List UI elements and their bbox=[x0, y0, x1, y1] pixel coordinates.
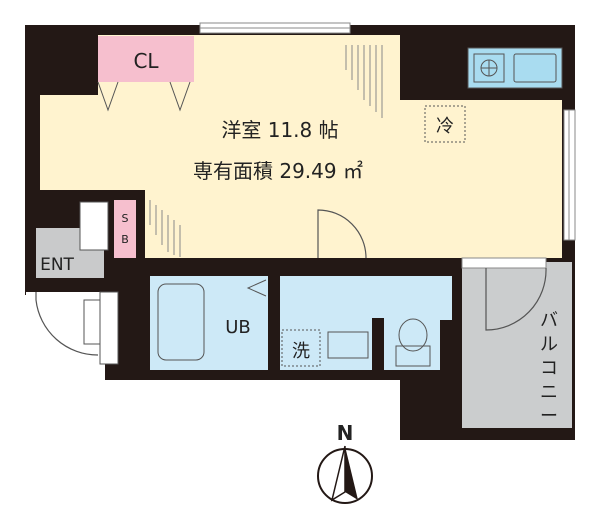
balcony-label-2: ル bbox=[540, 334, 558, 355]
fridge-label: 冷 bbox=[436, 116, 454, 137]
compass-needle-dark-icon bbox=[345, 446, 358, 500]
washroom: 洗 bbox=[280, 276, 452, 370]
entrance: ENT bbox=[26, 201, 119, 365]
closet: CL bbox=[97, 36, 194, 112]
balcony: バ ル コ ニ ー bbox=[461, 257, 572, 428]
shoe-box: S B bbox=[114, 200, 136, 258]
unit-bath: UB bbox=[150, 276, 268, 370]
north-compass: N bbox=[317, 421, 373, 504]
kitchen bbox=[467, 47, 563, 89]
balcony-label-3: コ bbox=[540, 358, 558, 379]
north-label: N bbox=[337, 421, 354, 445]
balcony-label-1: バ bbox=[540, 310, 558, 331]
toilet-icon bbox=[398, 318, 428, 352]
main-room: 洋室 11.8 帖 専有面積 29.49 ㎡ bbox=[40, 22, 576, 259]
sink-icon bbox=[513, 53, 557, 83]
balcony-label-5: ー bbox=[540, 406, 558, 427]
floor-area: 専有面積 29.49 ㎡ bbox=[193, 159, 363, 183]
balcony-label-4: ニ bbox=[540, 382, 558, 403]
shoe-box-label-b: B bbox=[121, 233, 129, 246]
shoe-box-label-s: S bbox=[122, 212, 129, 225]
bathtub-icon bbox=[157, 283, 205, 361]
washer-label: 洗 bbox=[292, 341, 310, 362]
entrance-label: ENT bbox=[40, 255, 74, 275]
room-name: 洋室 11.8 帖 bbox=[221, 118, 338, 142]
fridge-space: 冷 bbox=[424, 105, 466, 143]
closet-label: CL bbox=[133, 49, 159, 73]
unit-bath-label: UB bbox=[225, 317, 251, 338]
washbasin-icon bbox=[327, 331, 369, 359]
